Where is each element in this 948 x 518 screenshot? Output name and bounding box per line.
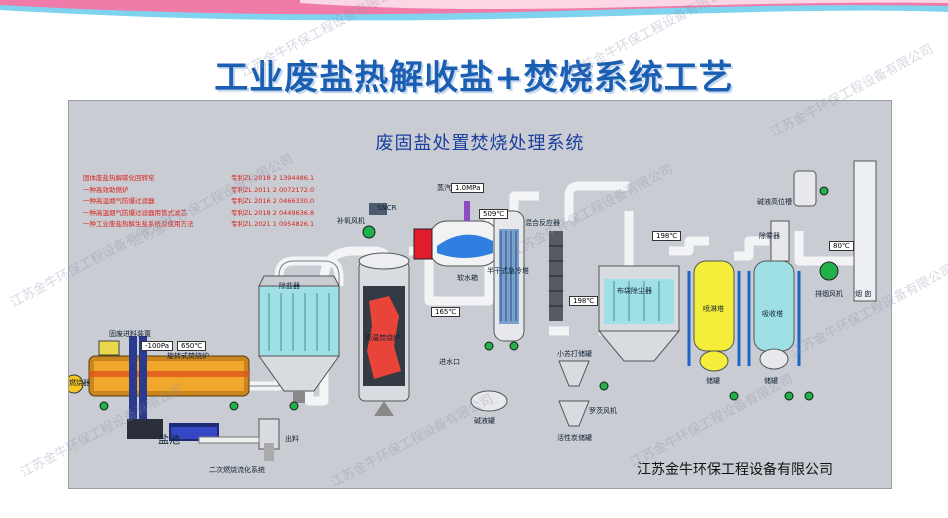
label-temp80: 80℃: [829, 241, 854, 251]
label-soda: 小苏打储罐: [557, 350, 592, 358]
spray-tower: [687, 260, 741, 372]
label-dust-removal: 除盐器: [279, 282, 300, 290]
patent-row: 固体废盐热解碳化回转窑专利ZL 2018 2 1394486.1: [83, 174, 315, 182]
patent-row: 一种高温烟气防爆过滤器专利ZL 2016 2 0466330.0: [83, 197, 315, 205]
process-flow-graphic: [69, 160, 877, 461]
label-fan: 补氧风机: [337, 217, 365, 225]
label-temp198b: 198℃: [652, 231, 682, 241]
label-outlet: 出料: [285, 435, 299, 443]
label-secondary: 二次燃烧流化系统: [209, 466, 265, 474]
waste-heat-boiler: [369, 201, 500, 267]
patent-row: 一种高温烟气防爆过滤器用管式滤芯专利ZL 2018 2 0449636.8: [83, 208, 315, 217]
absorption-tower: [747, 170, 817, 370]
label-exhaust-fan: 排烟风机: [815, 290, 843, 298]
label-reactor: 混合反应器: [525, 219, 560, 227]
high-temp-furnace: [358, 252, 410, 416]
label-bag: 布袋除尘器: [617, 287, 652, 295]
label-ncr: SNCR: [377, 204, 397, 212]
panel-title: 废固盐处置焚烧处理系统: [375, 133, 585, 154]
label-kiln: 旋转式焚烧炉: [167, 352, 209, 360]
label-absorb: 吸收塔: [762, 310, 783, 318]
patent-row: 一种工业废盐热解生盐系统及使用方法专利ZL 2021 1 0954826.1: [83, 220, 315, 228]
label-temp198a: 198℃: [569, 296, 599, 306]
label-defog: 除雾器: [759, 232, 780, 240]
slide-title: 工业废盐热解收盐+焚烧系统工艺: [214, 58, 734, 98]
patent-list: 固体废盐热解碳化回转窑专利ZL 2018 2 1394486.1 一种高效助燃炉…: [83, 173, 314, 231]
label-feed: 固废进料装置: [109, 330, 151, 338]
bag-filter: [597, 265, 681, 362]
label-spray: 喷淋塔: [703, 305, 724, 313]
label-burner: 燃烧器: [69, 379, 90, 387]
label-tank2: 储罐: [764, 377, 778, 385]
label-steam-pressure: 1.0MPa: [451, 183, 485, 193]
label-tank1: 储罐: [706, 377, 720, 385]
secondary-combustion: [198, 418, 280, 461]
label-alkali: 碱液罐: [474, 417, 495, 425]
quench-tower: [493, 210, 525, 342]
label-boiler-temp: 509℃: [479, 209, 509, 219]
salt-remover: [258, 275, 340, 403]
label-water-in: 进水口: [439, 358, 460, 366]
storage-hoppers: [470, 360, 590, 427]
label-salt-pool: 盐池: [158, 433, 180, 446]
company-name: 江苏金牛环保工程设备有限公司: [637, 462, 833, 478]
mixing-reactor: [549, 231, 563, 321]
label-soft-water: 软水箱: [457, 274, 478, 282]
label-chimney: 烟 囱: [855, 290, 872, 298]
label-steam: 蒸汽出: [437, 184, 458, 192]
pumps: [99, 186, 829, 411]
label-kiln-temp: 650℃: [177, 341, 207, 351]
rotary-kiln: [69, 336, 250, 439]
label-furnace: 高温焚烧炉: [365, 334, 400, 342]
header-banner: [0, 0, 948, 21]
label-carbon: 活性炭储罐: [557, 434, 592, 442]
label-quench: 半干式急冷塔: [487, 267, 529, 275]
label-high-tank: 碱液高位槽: [757, 198, 792, 206]
label-temp165: 165℃: [431, 307, 461, 317]
label-roots: 罗茨风机: [589, 407, 617, 415]
patent-row: 一种高效助燃炉专利ZL 2011 2 0072172.0: [83, 185, 315, 194]
process-diagram-panel: 废固盐处置焚烧处理系统 固体废盐热解碳化回转窑专利ZL 2018 2 13944…: [68, 100, 892, 489]
chimney: [819, 160, 877, 302]
label-pressure: -100Pa: [141, 341, 174, 351]
